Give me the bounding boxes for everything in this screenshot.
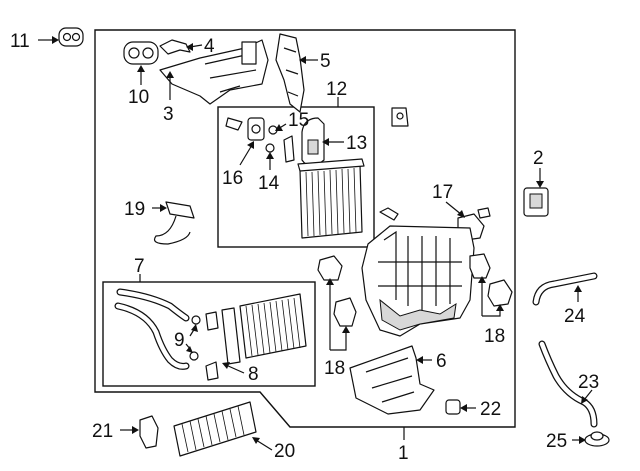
main-assembly-frame [94,29,516,428]
hvac-case-drawing [361,225,475,337]
screw-left-drawing [379,207,399,221]
callout-15: 15 [288,110,309,131]
callout-24: 24 [564,306,586,327]
seal-10-drawing [123,41,159,65]
callout-9: 9 [174,330,185,351]
sensor-19-drawing [153,201,195,245]
drain-hose-23-drawing [538,340,598,428]
clip-22-drawing [445,399,461,415]
callout-12: 12 [326,79,347,100]
callout-21: 21 [92,421,113,442]
cabin-filter-20-drawing [173,401,257,457]
callout-22: 22 [480,399,501,420]
plate-8-drawing [221,307,241,365]
o-ring-9-upper-drawing [191,315,201,325]
heater-core-drawing [239,293,307,359]
duct-3-drawing [159,39,269,105]
bracket-21-drawing [139,415,159,449]
bracket-8-lower-drawing [205,361,219,381]
drain-hose-24-drawing [532,272,598,306]
callout-6: 6 [436,351,447,372]
screw-right-drawing [477,207,491,219]
callout-18-left: 18 [324,358,345,379]
clip-4-drawing [159,39,191,55]
callout-8: 8 [248,364,259,385]
heater-pipes-7-drawing [114,288,190,370]
leader-lines [38,36,593,451]
heater-core-subframe [102,281,316,387]
callout-23: 23 [578,372,599,393]
callout-18-right: 18 [484,326,505,347]
actuator-18-left-lower-drawing [333,297,357,327]
callout-25: 25 [546,431,567,452]
callout-20: 20 [274,441,295,462]
callout-16: 16 [222,168,243,189]
bracket-8-upper-drawing [205,311,219,331]
evaporator-core-drawing [297,158,365,239]
duct-5-drawing [275,33,305,113]
callout-19: 19 [124,199,145,220]
callout-5: 5 [320,51,331,72]
expansion-valve-16-drawing [225,117,265,141]
callout-4: 4 [204,36,215,57]
callout-7: 7 [134,256,145,277]
callout-11: 11 [10,31,30,52]
actuator-18-left-upper-drawing [317,255,343,281]
callout-14: 14 [258,173,280,194]
callout-2: 2 [533,148,544,169]
callout-1: 1 [398,443,409,464]
callout-17: 17 [432,182,453,203]
callout-10: 10 [128,87,149,108]
actuator-18-right-lower-drawing [487,279,513,307]
o-ring-9-lower-drawing [189,351,199,361]
actuator-2-drawing [523,187,549,217]
actuator-18-right-upper-drawing [469,253,491,279]
lower-case-6-drawing [349,345,435,415]
bracket-13a-drawing [283,135,295,163]
callout-13: 13 [346,133,367,154]
o-ring-14-drawing [265,143,275,153]
grommet-11-drawing [58,27,84,47]
callout-3: 3 [163,104,174,125]
